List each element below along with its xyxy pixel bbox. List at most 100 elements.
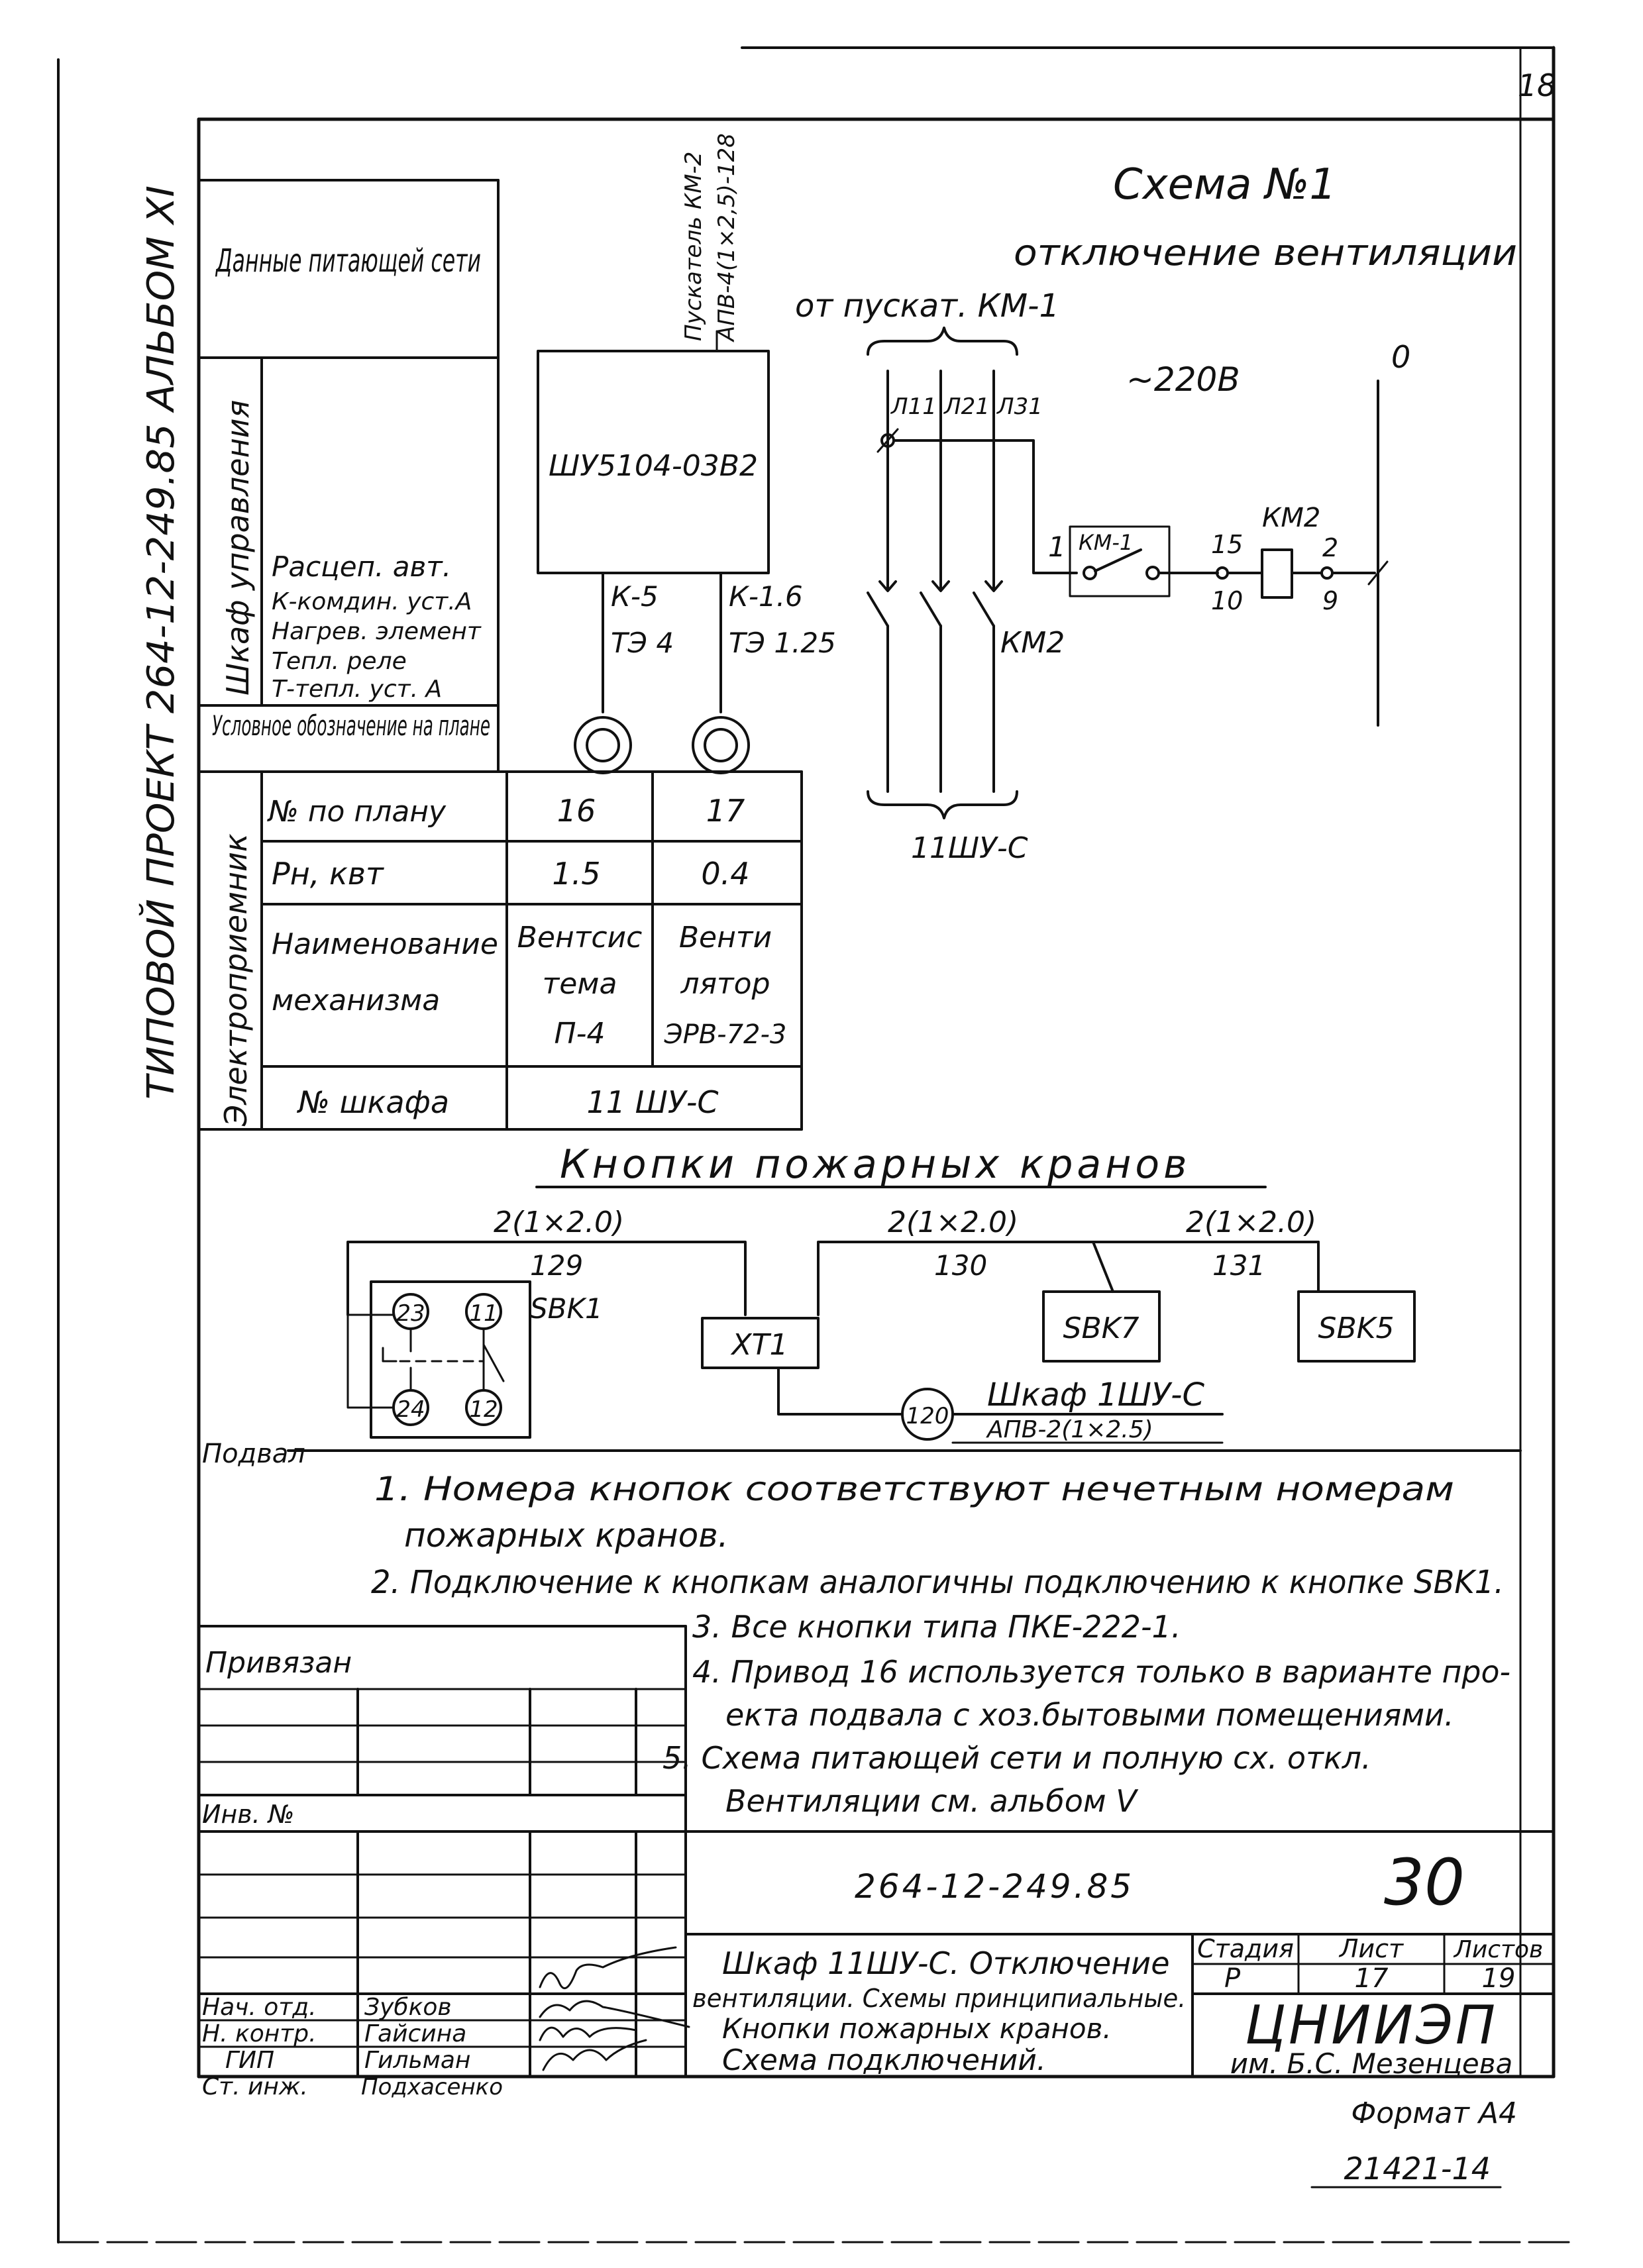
- consumer-17-name-2: лятор: [680, 967, 770, 1001]
- buttons-cabinet: Шкаф 1ШУ-С: [987, 1376, 1204, 1414]
- name-2: Гайсина: [364, 2020, 466, 2047]
- feeder-1-k: К-5: [611, 580, 659, 613]
- wire-l21: Л21: [943, 393, 990, 420]
- name-3: Гильман: [364, 2047, 470, 2074]
- supply-table: [197, 179, 803, 1131]
- stage-value: Р: [1224, 1963, 1241, 1994]
- row-cabinet-label: № шкафа: [296, 1084, 449, 1120]
- note-4a: 4. Привод 16 используется только в вариа…: [692, 1654, 1510, 1690]
- feeder-1-te: ТЭ 4: [611, 627, 674, 659]
- feeder-2-k: К-1.6: [729, 580, 803, 613]
- consumer-16-number: 16: [557, 793, 596, 829]
- title-line-3: Кнопки пожарных кранов.: [722, 2012, 1112, 2045]
- scheme-circuit: [867, 327, 1389, 819]
- note-5a: 5. Схема питающей сети и полную сх. откл…: [662, 1740, 1371, 1776]
- plan-symbol-label: Условное обозначение на плане: [212, 709, 490, 742]
- role-4: Ст. инж.: [202, 2073, 308, 2100]
- format-label: Формат А4: [1351, 2096, 1517, 2130]
- terminal-11: 11: [469, 1300, 498, 1327]
- name-4: Подхасенко: [361, 2074, 503, 2100]
- row-name-label: Наименование: [272, 927, 498, 961]
- legend-line-3: Нагрев. элемент: [272, 618, 482, 645]
- terminal-12: 12: [469, 1396, 498, 1423]
- row-number-label: № по плану: [266, 795, 447, 829]
- bound-label: Привязан: [205, 1646, 352, 1680]
- sheet-label: Лист: [1338, 1934, 1404, 1963]
- node-1: 1: [1048, 531, 1066, 563]
- stage-label: Стадия: [1197, 1934, 1294, 1963]
- breaker-km2: КМ2: [1000, 626, 1065, 660]
- title-line-1: Шкаф 11ШУ-С. Отключение: [722, 1945, 1170, 1981]
- sheet-code: 30: [1384, 1845, 1465, 1920]
- consumer-16-name-3: П-4: [555, 1017, 606, 1051]
- note-5b: Вентиляции см. альбом V: [725, 1783, 1139, 1819]
- consumer-cabinet: 11 ШУ-С: [586, 1084, 718, 1120]
- consumer-16-name-1: Вентсис: [517, 921, 643, 954]
- cabinet-label: Шкаф управления: [220, 400, 256, 696]
- cable-num-131: 131: [1212, 1249, 1265, 1282]
- wire-l31: Л31: [996, 393, 1043, 420]
- scheme-neutral: 0: [1391, 339, 1410, 375]
- sheet-value: 17: [1355, 1963, 1389, 1994]
- consumer-17-name-3: ЭРВ-72-3: [664, 1019, 787, 1050]
- note-1b: пожарных кранов.: [404, 1516, 729, 1555]
- sheets-value: 19: [1482, 1963, 1516, 1994]
- note-1a: 1. Номера кнопок соответствуют нечетным …: [374, 1470, 1454, 1508]
- row-power-label: Рн, квт: [272, 856, 384, 892]
- consumer-group-label: Электроприемник: [218, 833, 254, 1127]
- legend-line-2: К-комдин. уст.А: [272, 588, 472, 615]
- scheme-subtitle: отключение вентиляции: [1014, 232, 1517, 274]
- terminal-block-xt1: XT1: [730, 1328, 788, 1362]
- button-sbk7: SBK7: [1063, 1312, 1140, 1345]
- terminal-23: 23: [396, 1300, 425, 1327]
- cabinet-box: [537, 330, 770, 774]
- terminal-24: 24: [396, 1396, 425, 1423]
- buttons-feed-cable: АПВ-2(1×2.5): [986, 1416, 1153, 1443]
- cable-1: 2(1×2.0): [494, 1206, 624, 1239]
- cable-2: 2(1×2.0): [888, 1206, 1018, 1239]
- org-sub: им. Б.С. Мезенцева: [1230, 2047, 1513, 2080]
- cable-num-130: 130: [934, 1249, 987, 1282]
- sheet-frame: [57, 46, 1556, 2243]
- legend-line-1: Расцеп. авт.: [272, 550, 451, 583]
- wire-10: 10: [1211, 586, 1243, 615]
- page-number: 18: [1518, 68, 1557, 103]
- wire-9: 9: [1322, 586, 1338, 615]
- row-name-label-2: механизма: [272, 984, 440, 1017]
- scheme-title: Схема №1: [1113, 160, 1336, 209]
- title-block: [197, 1625, 1555, 2078]
- role-1: Нач. отд.: [202, 1994, 317, 2021]
- wire-2: 2: [1322, 533, 1338, 562]
- consumer-16-power: 1.5: [552, 856, 600, 892]
- role-3: ГИП: [225, 2047, 274, 2074]
- contact-km1: КМ-1: [1079, 530, 1133, 555]
- legend-line-5: Т-тепл. уст. А: [272, 676, 442, 703]
- buttons-title: Кнопки пожарных кранов: [560, 1141, 1191, 1188]
- bottom-number: 21421-14: [1344, 2151, 1491, 2187]
- feeder-2-te: ТЭ 1.25: [729, 627, 836, 659]
- doc-code: 264-12-249.85: [855, 1867, 1134, 1906]
- name-1: Зубков: [364, 1994, 452, 2021]
- consumer-17-name-1: Венти: [679, 921, 772, 954]
- supply-header-text: Данные питающей сети: [215, 242, 481, 280]
- note-3: 3. Все кнопки типа ПКЕ-222-1.: [692, 1609, 1181, 1645]
- section-label: Подвал: [202, 1439, 305, 1469]
- note-4b: екта подвала с хоз.бытовыми помещениями.: [725, 1697, 1454, 1733]
- wire-15: 15: [1211, 530, 1243, 559]
- consumer-17-number: 17: [706, 793, 745, 829]
- cable-3: 2(1×2.0): [1186, 1206, 1316, 1239]
- scheme-source: от пускат. КМ-1: [795, 287, 1059, 325]
- side-stamp: ТИПОВОЙ ПРОЕКТ 264-12-249.85 АЛЬБОМ XI: [140, 185, 183, 1100]
- legend-line-4: Тепл. реле: [272, 648, 407, 675]
- wire-l11: Л11: [890, 393, 937, 420]
- circle-120: 120: [906, 1403, 949, 1429]
- button-sbk5: SBK5: [1318, 1312, 1395, 1345]
- note-2: 2. Подключение к кнопкам аналогичны подк…: [371, 1564, 1504, 1601]
- scheme-voltage: ~220В: [1126, 360, 1240, 399]
- cabinet-type: ШУ5104-03В2: [549, 449, 758, 483]
- sheets-label: Листов: [1453, 1936, 1543, 1963]
- title-line-2: вентиляции. Схемы принципиальные.: [692, 1984, 1186, 2013]
- title-line-4: Схема подключений.: [722, 2043, 1046, 2077]
- coil-km2: КМ2: [1262, 503, 1320, 533]
